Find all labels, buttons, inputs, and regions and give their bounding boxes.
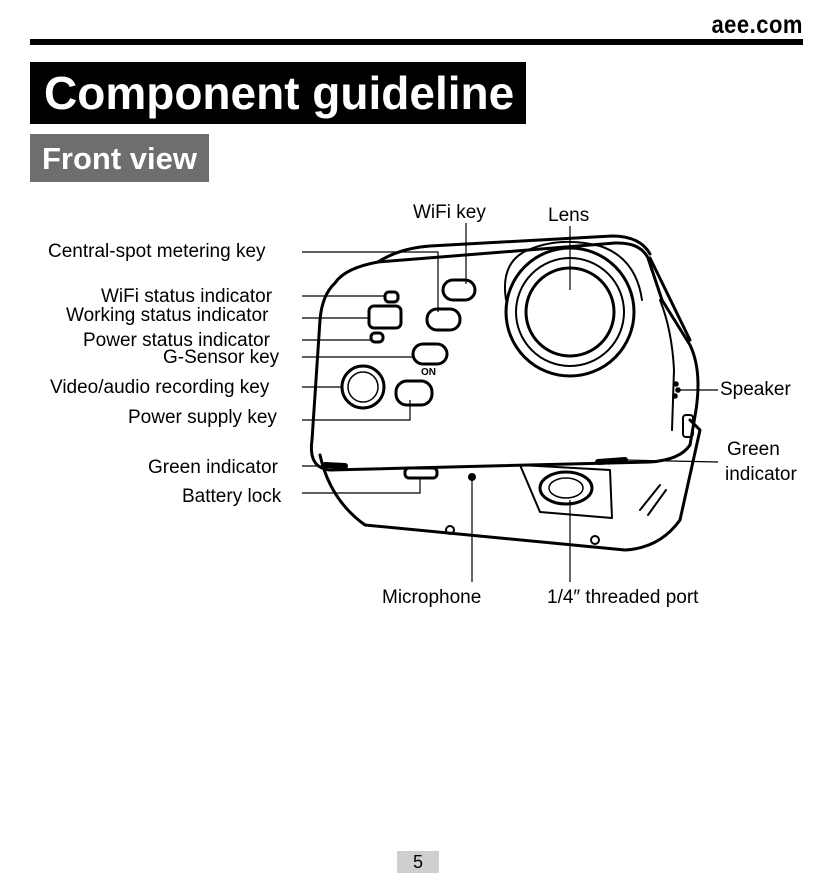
g-sensor-key	[413, 344, 447, 364]
label-microphone: Microphone	[382, 588, 481, 607]
power-supply-switch	[396, 381, 432, 405]
camera-base	[320, 420, 700, 550]
label-wifi-key: WiFi key	[413, 203, 486, 222]
label-video-audio: Video/audio recording key	[50, 378, 269, 397]
wifi-status-led	[385, 292, 398, 302]
label-g-sensor: G-Sensor key	[163, 348, 279, 367]
label-working-status: Working status indicator	[66, 306, 268, 325]
power-switch-mark: ON	[421, 367, 436, 378]
central-spot-key	[427, 309, 460, 330]
power-status-led	[371, 333, 383, 342]
label-green-indicator-right-1: Green	[727, 440, 780, 459]
wifi-key	[443, 280, 475, 300]
leader-battery-lock	[302, 478, 420, 493]
label-threaded-port: 1/4″ threaded port	[547, 588, 698, 607]
label-green-indicator-right-2: indicator	[725, 465, 797, 484]
label-central-spot: Central-spot metering key	[48, 242, 266, 261]
microphone-hole	[470, 475, 475, 480]
label-battery-lock: Battery lock	[182, 487, 281, 506]
label-green-indicator-left: Green indicator	[148, 458, 278, 477]
page-number: 5	[397, 851, 439, 873]
label-power-supply: Power supply key	[128, 408, 277, 427]
threaded-port	[540, 472, 592, 504]
label-wifi-status: WiFi status indicator	[101, 287, 272, 306]
battery-lock	[405, 468, 437, 478]
label-lens: Lens	[548, 206, 589, 225]
leader-power-supply	[302, 400, 410, 420]
working-status-window	[369, 306, 401, 328]
label-speaker: Speaker	[720, 380, 791, 399]
